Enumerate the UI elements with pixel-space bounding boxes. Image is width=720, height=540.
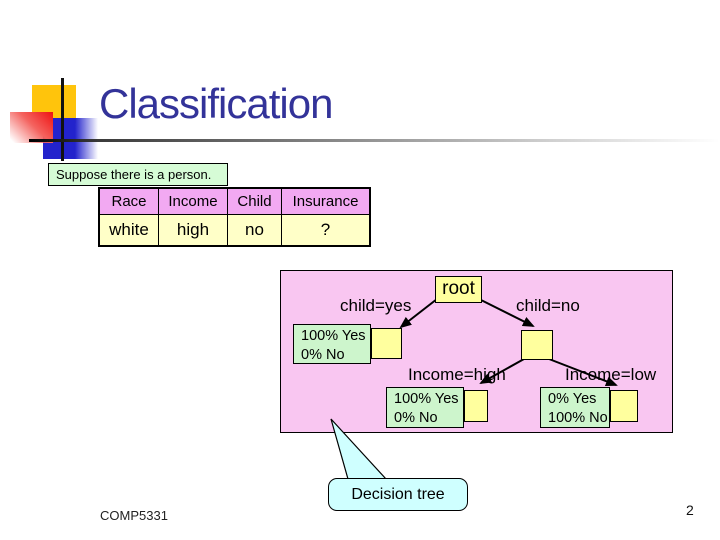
stats-box-income-high: 100% Yes 0% No xyxy=(386,387,464,428)
table-header-insurance: Insurance xyxy=(281,187,371,215)
slide-title: Classification xyxy=(99,80,333,127)
decision-tree-callout: Decision tree xyxy=(328,478,468,511)
attribute-table: Race Income Child Insurance white high n… xyxy=(98,187,371,247)
branch-label-income-high: Income=high xyxy=(408,365,506,384)
stats-box-child-yes: 100% Yes 0% No xyxy=(293,324,371,364)
tree-leaf-income-low xyxy=(610,390,638,422)
table-header-child: Child xyxy=(227,187,282,215)
table-header-race: Race xyxy=(98,187,159,215)
stats-line: 0% Yes xyxy=(548,391,597,407)
tree-internal-node xyxy=(521,330,553,360)
tree-leaf-income-high xyxy=(464,390,488,422)
stats-line: 100% Yes xyxy=(301,328,366,344)
table-cell-child: no xyxy=(227,214,282,247)
note-label: Suppose there is a person. xyxy=(48,163,228,186)
tree-leaf-child-yes xyxy=(371,328,402,359)
stats-line: 100% Yes xyxy=(394,391,459,407)
tree-root-node: root xyxy=(435,276,482,303)
stats-line: 100% No xyxy=(548,410,608,426)
decoration-vertical-line xyxy=(61,78,64,161)
table-cell-income: high xyxy=(158,214,228,247)
title-underline-rule xyxy=(29,139,720,142)
table-cell-race: white xyxy=(98,214,159,247)
table-header-income: Income xyxy=(158,187,228,215)
branch-label-child-no: child=no xyxy=(516,296,580,315)
stats-line: 0% No xyxy=(301,347,345,363)
table-cell-insurance: ? xyxy=(281,214,371,247)
branch-label-income-low: Income=low xyxy=(565,365,657,384)
stats-line: 0% No xyxy=(394,410,438,426)
page-number: 2 xyxy=(686,502,694,518)
branch-label-child-yes: child=yes xyxy=(340,296,412,315)
decoration-red-square xyxy=(10,112,53,143)
table-header-row: Race Income Child Insurance xyxy=(98,187,371,215)
stats-box-income-low: 0% Yes 100% No xyxy=(540,387,610,428)
footer-course-code: COMP5331 xyxy=(100,508,168,523)
table-row: white high no ? xyxy=(98,214,371,247)
